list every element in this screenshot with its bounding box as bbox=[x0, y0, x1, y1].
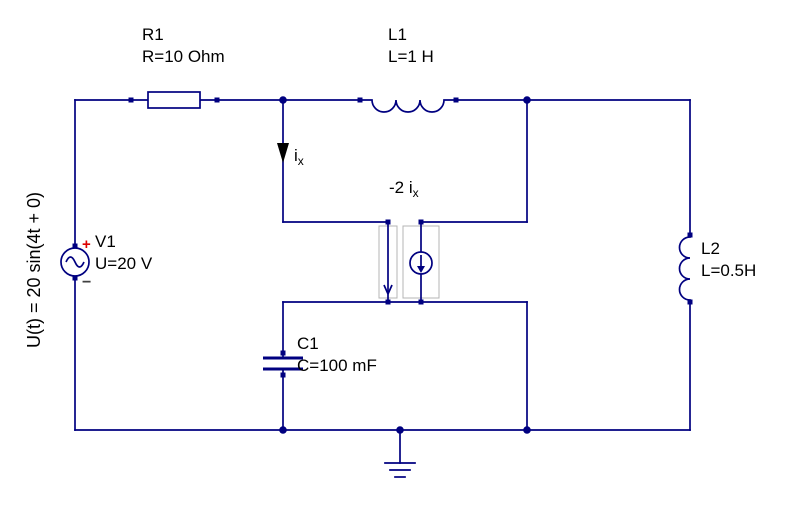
resistor-body[interactable] bbox=[147, 91, 201, 109]
junction-dot bbox=[279, 426, 287, 434]
junction-dots bbox=[279, 96, 531, 434]
terminal bbox=[357, 97, 363, 103]
current-label: ix bbox=[294, 146, 304, 168]
terminal bbox=[418, 219, 424, 225]
component-value: L=1 H bbox=[388, 47, 434, 66]
minus-sign: − bbox=[82, 274, 91, 291]
cccs-control-arrow bbox=[387, 284, 393, 295]
terminal-nodes bbox=[72, 97, 693, 378]
component-name: V1 bbox=[95, 232, 116, 251]
terminal bbox=[72, 243, 78, 249]
junction-dot bbox=[396, 426, 404, 434]
cccs-dependent-source[interactable]: -2 ix bbox=[378, 178, 440, 303]
component-value: C=100 mF bbox=[297, 356, 377, 375]
component-name: L2 bbox=[701, 239, 720, 258]
cccs-source-arrowhead-icon bbox=[417, 266, 425, 273]
ground-symbol[interactable] bbox=[384, 429, 416, 478]
terminal bbox=[418, 299, 424, 305]
current-arrow-ix[interactable]: ix bbox=[277, 143, 304, 168]
inductor-l1[interactable]: L1 L=1 H bbox=[360, 25, 456, 113]
component-name: C1 bbox=[297, 334, 319, 353]
current-arrowhead-icon bbox=[277, 143, 289, 163]
terminal bbox=[214, 97, 220, 103]
terminal bbox=[72, 275, 78, 281]
terminal bbox=[385, 299, 391, 305]
cccs-control-arrow bbox=[383, 284, 389, 295]
inductor-l2[interactable]: L2 L=0.5H bbox=[678, 235, 757, 302]
sine-wave-icon bbox=[65, 256, 85, 268]
inductor-coil[interactable] bbox=[360, 99, 456, 113]
component-value: U=20 V bbox=[95, 254, 153, 273]
wires bbox=[74, 99, 691, 431]
terminal bbox=[385, 219, 391, 225]
cccs-gain-label: -2 ix bbox=[389, 178, 419, 200]
terminal bbox=[687, 232, 693, 238]
component-name: R1 bbox=[142, 25, 164, 44]
inductor-coil[interactable] bbox=[678, 235, 691, 302]
capacitor-c1[interactable]: C1 C=100 mF bbox=[263, 334, 377, 375]
terminal bbox=[687, 299, 693, 305]
component-name: L1 bbox=[388, 25, 407, 44]
junction-dot bbox=[523, 426, 531, 434]
terminal bbox=[453, 97, 459, 103]
resistor-r1[interactable]: R1 R=10 Ohm bbox=[130, 25, 225, 109]
junction-dot bbox=[279, 96, 287, 104]
component-value: L=0.5H bbox=[701, 261, 756, 280]
terminal bbox=[128, 97, 134, 103]
junction-dot bbox=[523, 96, 531, 104]
plus-sign: + bbox=[82, 236, 91, 253]
terminal bbox=[280, 350, 286, 356]
source-equation: U(t) = 20 sin(4t + 0) bbox=[24, 192, 44, 348]
component-value: R=10 Ohm bbox=[142, 47, 225, 66]
terminal bbox=[280, 372, 286, 378]
